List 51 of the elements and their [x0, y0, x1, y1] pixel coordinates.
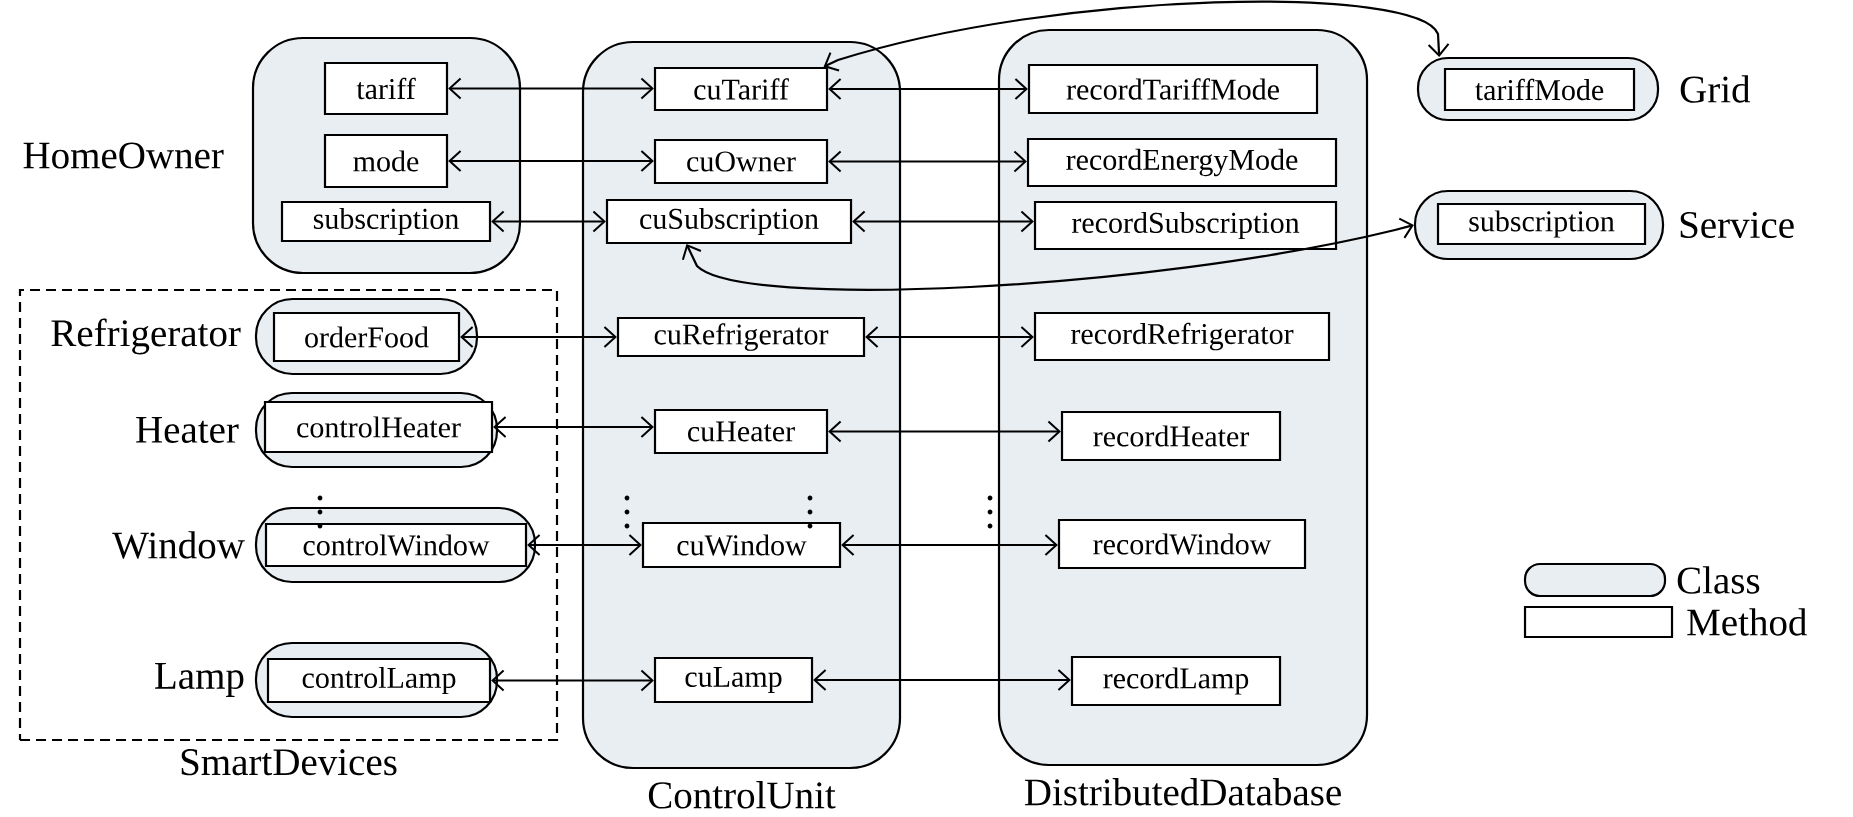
method-box: tariffMode: [1443, 67, 1636, 112]
class-name: HomeOwner: [23, 142, 224, 169]
legend-entry: Class: [1523, 562, 1760, 598]
method-box: cuOwner: [653, 138, 829, 185]
method-box: subscription: [280, 200, 492, 243]
arrow: [460, 326, 617, 348]
method-box: recordRefrigerator: [1033, 311, 1331, 362]
method-box: cuLamp: [653, 656, 814, 704]
method-box: cuWindow: [641, 521, 842, 569]
method-box: recordSubscription: [1033, 200, 1338, 251]
class-name: SmartDevices: [181, 749, 397, 776]
method-box: mode: [323, 133, 449, 189]
arrow: [828, 78, 1028, 100]
arrow: [852, 210, 1034, 233]
arrow: [828, 420, 1061, 443]
method-box: cuRefrigerator: [616, 316, 866, 358]
method-box: recordTariffMode: [1027, 63, 1319, 115]
arrow: [681, 217, 1414, 291]
method-box: cuTariff: [653, 66, 829, 112]
arrow: [841, 534, 1058, 556]
arrow: [448, 77, 654, 100]
class-name: Service: [1680, 211, 1794, 239]
class-name: Grid: [1680, 75, 1751, 103]
method-box: controlLamp: [266, 657, 492, 704]
method-box: recordHeater: [1060, 410, 1282, 462]
method-box: controlHeater: [263, 400, 494, 454]
method-box: cuHeater: [653, 408, 829, 455]
legend-entry: Method: [1523, 605, 1807, 639]
method-box: recordLamp: [1070, 655, 1282, 707]
method-box: subscription: [1436, 202, 1647, 246]
arrow: [491, 210, 606, 233]
arrow: [865, 326, 1034, 348]
arrow: [813, 669, 1071, 691]
class-name: DistributedDatabase: [1024, 778, 1341, 806]
class-name: Lamp: [155, 663, 244, 697]
arrow: [828, 150, 1027, 173]
method-box: recordEnergyMode: [1026, 137, 1338, 188]
method-box: tariff: [323, 61, 449, 116]
class-name: Window: [112, 531, 245, 559]
class-name: Heater: [136, 417, 239, 443]
method-box: orderFood: [272, 311, 461, 363]
arrow: [448, 150, 654, 172]
arrow: [493, 416, 654, 438]
method-box: recordWindow: [1057, 518, 1307, 570]
class-name: ControlUnit: [648, 781, 836, 809]
arrow: [491, 669, 654, 692]
class-name: Refrigerator: [51, 318, 241, 355]
arrow: [527, 534, 642, 556]
arrow: [823, 0, 1450, 72]
method-box: controlWindow: [264, 522, 528, 568]
method-box: cuSubscription: [605, 198, 853, 245]
